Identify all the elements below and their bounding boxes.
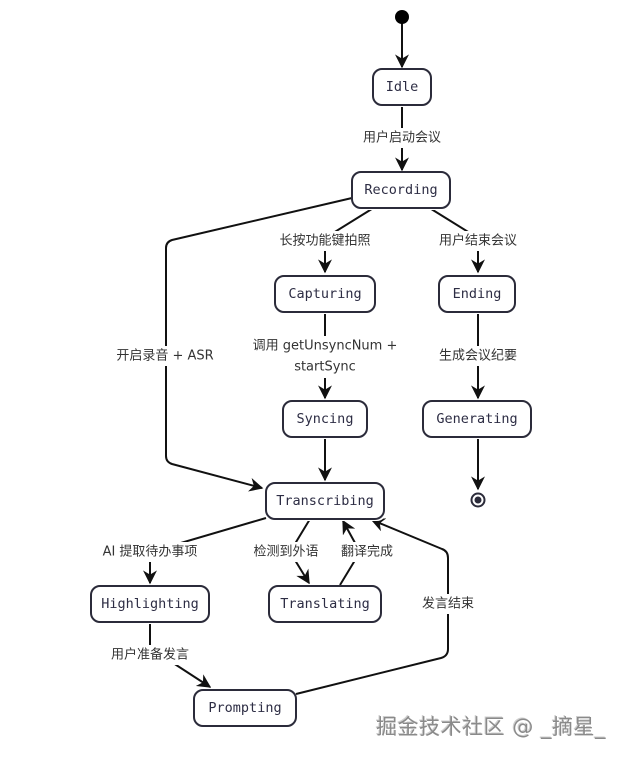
label-transcribing-highlighting: AI 提取待办事项 xyxy=(103,544,198,560)
final-state-icon xyxy=(470,492,486,508)
state-syncing-label: Syncing xyxy=(297,411,354,427)
label-recording-ending: 用户结束会议 xyxy=(439,233,517,249)
state-idle-label: Idle xyxy=(386,79,419,95)
label-capturing-syncing-line1: 调用 getUnsyncNum + xyxy=(253,339,398,354)
state-prompting: Prompting xyxy=(193,689,298,728)
state-capturing: Capturing xyxy=(274,275,377,314)
state-ending: Ending xyxy=(438,275,517,314)
state-generating-label: Generating xyxy=(436,411,517,427)
label-translating-transcribing: 翻译完成 xyxy=(341,545,393,560)
state-generating: Generating xyxy=(422,400,533,439)
state-translating-label: Translating xyxy=(280,596,369,612)
state-capturing-label: Capturing xyxy=(288,286,361,302)
state-syncing: Syncing xyxy=(282,400,369,439)
state-highlighting-label: Highlighting xyxy=(101,596,199,612)
state-highlighting: Highlighting xyxy=(90,585,211,624)
watermark: 掘金技术社区 @ _摘星_ xyxy=(376,715,606,739)
label-recording-transcribing: 开启录音 + ASR xyxy=(116,348,213,364)
initial-state-icon xyxy=(395,10,409,24)
state-ending-label: Ending xyxy=(453,286,502,302)
state-transcribing: Transcribing xyxy=(265,482,386,521)
state-recording-label: Recording xyxy=(364,182,437,198)
state-recording: Recording xyxy=(351,171,452,210)
label-prompting-transcribing: 发言结束 xyxy=(422,596,474,612)
label-highlighting-prompting: 用户准备发言 xyxy=(111,647,189,663)
label-idle-recording: 用户启动会议 xyxy=(363,130,441,146)
state-prompting-label: Prompting xyxy=(208,700,281,716)
state-transcribing-label: Transcribing xyxy=(276,493,374,509)
state-idle: Idle xyxy=(372,68,433,107)
edge-labels: 用户启动会议 长按功能键拍照 用户结束会议 开启录音 + ASR 调用 getU… xyxy=(92,128,526,665)
label-capturing-syncing-line2: startSync xyxy=(294,360,356,375)
label-ending-generating: 生成会议纪要 xyxy=(439,349,517,364)
state-translating: Translating xyxy=(268,585,383,624)
label-recording-capturing: 长按功能键拍照 xyxy=(279,234,370,249)
label-transcribing-translating: 检测到外语 xyxy=(253,545,318,560)
